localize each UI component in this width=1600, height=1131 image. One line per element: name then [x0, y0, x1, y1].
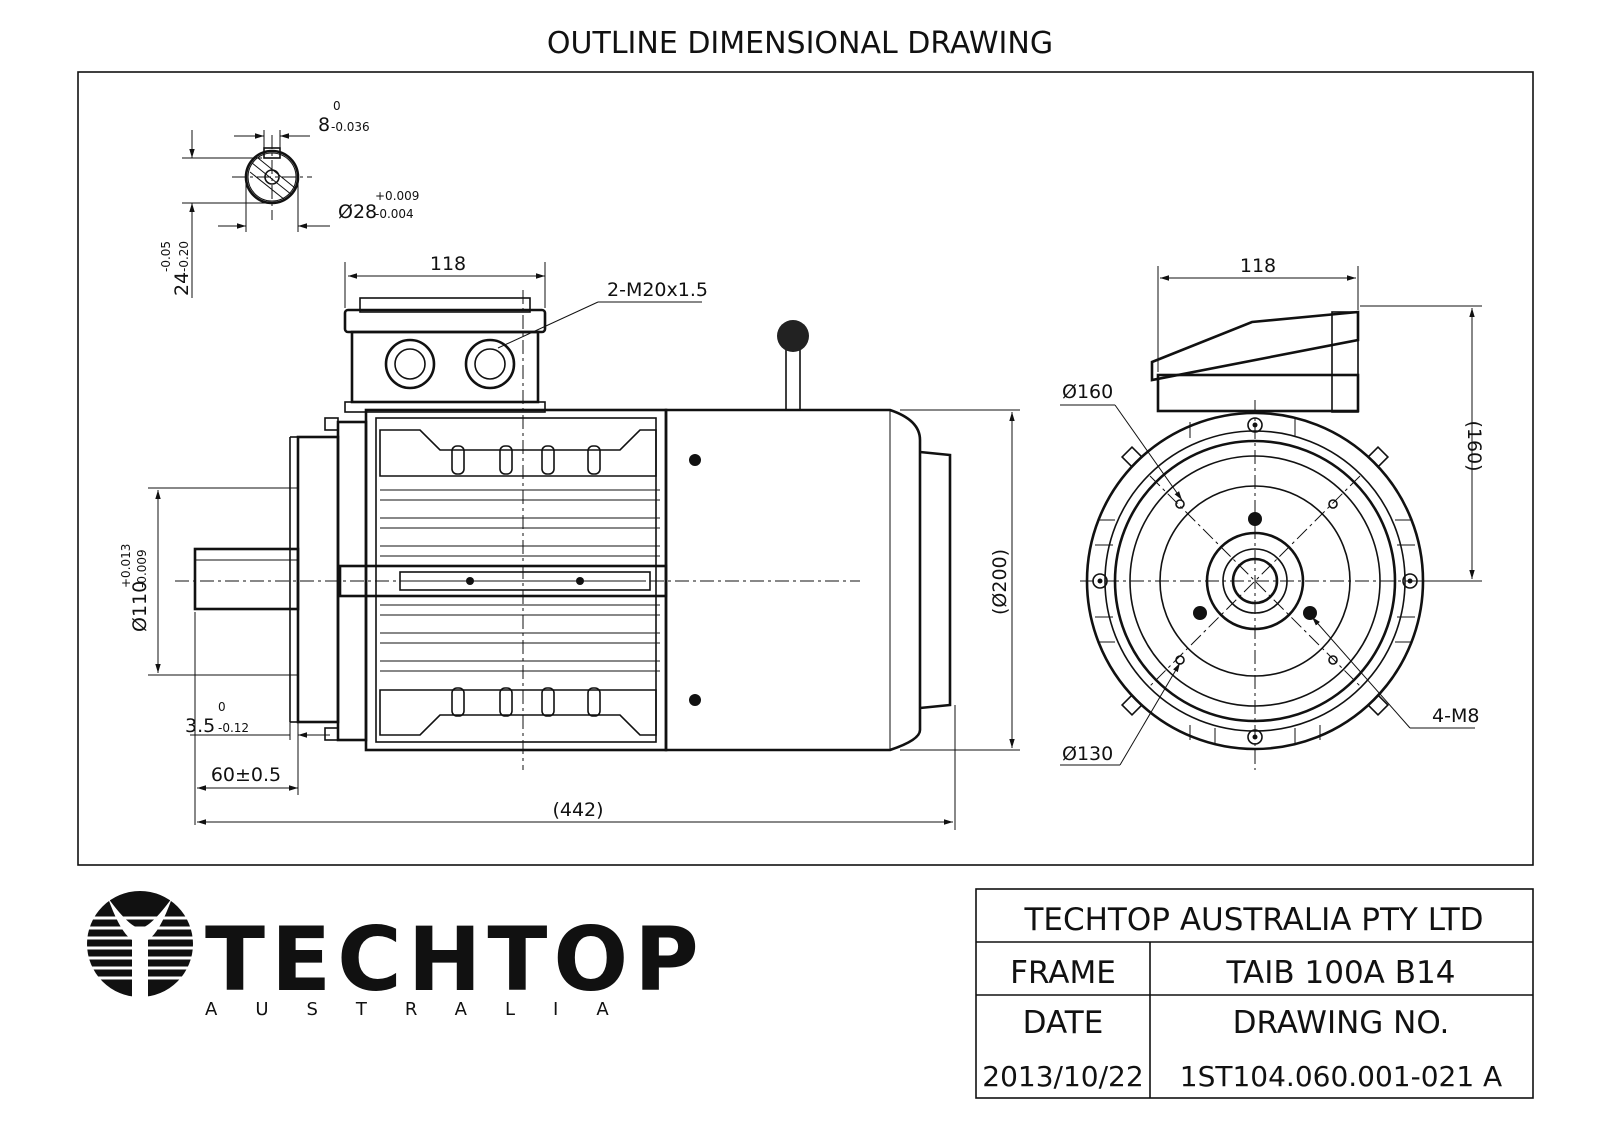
logo-brand: TECHTOP: [205, 908, 705, 1011]
spigot-depth-label: 3.5: [185, 715, 215, 737]
tb-company: TECHTOP AUSTRALIA PTY LTD: [1023, 902, 1483, 938]
terminal-box-width-end-label: 118: [1240, 255, 1276, 277]
tb-frame-label: FRAME: [1010, 955, 1116, 991]
drawing-frame: [77, 71, 1534, 866]
spigot-dia-label: Ø110: [129, 581, 151, 632]
spigot-depth-tol-lower: -0.12: [218, 721, 249, 735]
techtop-logo: TECHTOP AUSTRALIA: [87, 891, 705, 1020]
shaft-dia-tol-lower: -0.004: [375, 207, 414, 221]
keyway-width-label: 8: [318, 114, 330, 136]
keyway-width-tol-lower: -0.036: [331, 120, 370, 134]
logo-sub: AUSTRALIA: [205, 999, 647, 1020]
key-height-label: 24: [171, 272, 193, 296]
end-view-dimensions: [1060, 266, 1482, 766]
tb-drawing-no-value: 1ST104.060.001-021 A: [1180, 1060, 1502, 1093]
title-block: [975, 888, 1534, 1099]
motor-side-view: [175, 290, 952, 770]
spigot-depth-tol-upper: 0: [218, 700, 226, 714]
shaft-length-label: 60±0.5: [211, 764, 281, 786]
key-height-tol-lower: -0.20: [177, 241, 191, 272]
tb-drawing-no-label: DRAWING NO.: [1233, 1005, 1450, 1041]
overall-length-label: (442): [552, 799, 603, 821]
centre-height-label: (160): [1463, 420, 1485, 471]
holes-label: 4-M8: [1432, 705, 1479, 727]
shaft-dia-label: Ø28: [338, 201, 377, 223]
shaft-dia-tol-upper: +0.009: [375, 189, 419, 203]
pcd-label: Ø130: [1062, 743, 1113, 765]
flange-dia-label: Ø160: [1062, 381, 1113, 403]
spigot-tol-lower: -0.009: [135, 549, 149, 588]
keyway-width-tol-upper: 0: [333, 99, 341, 113]
body-dia-label: (Ø200): [989, 549, 1011, 615]
tb-date-value: 2013/10/22: [982, 1060, 1143, 1093]
motor-end-view: [1080, 310, 1440, 770]
tb-frame-value: TAIB 100A B14: [1226, 955, 1456, 991]
spigot-tol-upper: +0.013: [119, 544, 133, 588]
tb-date-label: DATE: [1023, 1005, 1104, 1041]
logo-emblem-icon: [87, 891, 193, 998]
drawing-title: OUTLINE DIMENSIONAL DRAWING: [547, 26, 1053, 61]
shaft-section-view: [182, 130, 330, 298]
side-view-dimensions: [148, 262, 1020, 830]
cable-entry-label: 2-M20x1.5: [607, 279, 708, 301]
terminal-box-width-side-label: 118: [430, 253, 466, 275]
key-height-tol-upper: -0.05: [159, 241, 173, 272]
